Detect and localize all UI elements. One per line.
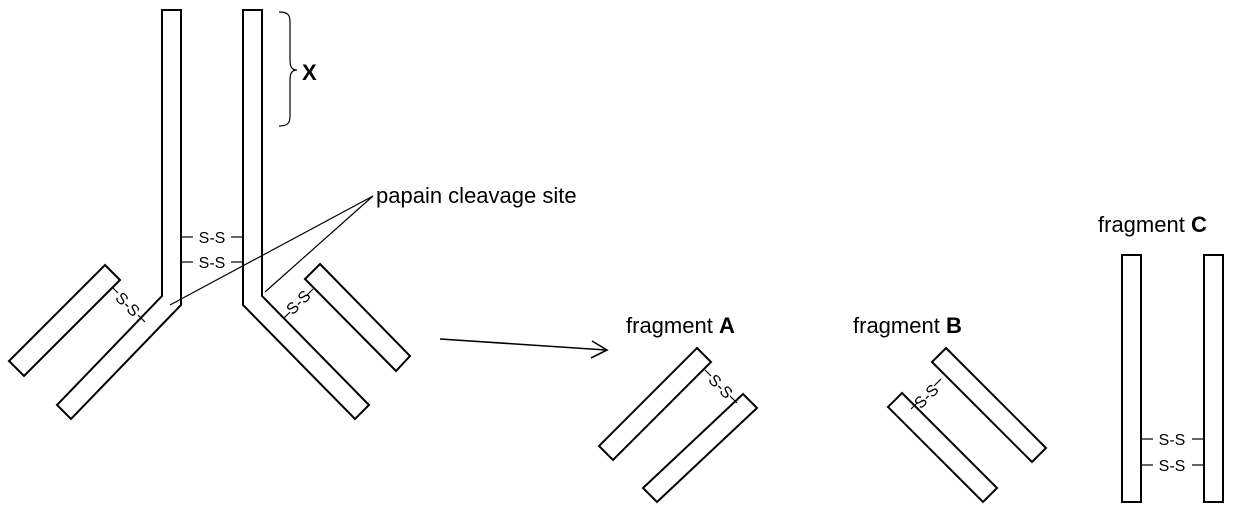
heavy-disulfide-bond-2: S-S	[181, 255, 243, 272]
reaction-arrow	[439, 338, 609, 359]
x-label: X	[302, 60, 317, 85]
disulfide-label: S-S	[111, 290, 142, 321]
cleavage-site-label: papain cleavage site	[376, 183, 577, 208]
fragment-b: fragment B S-S	[853, 313, 1048, 504]
fragment-a: fragment A S-S	[597, 313, 759, 504]
heavy-chain-left	[55, 9, 182, 421]
fragment-c-disulfide-2: S-S	[1141, 458, 1204, 475]
fragment-a-light	[597, 346, 713, 462]
light-heavy-disulfide-right: S-S	[283, 288, 315, 319]
fragment-c-chain-left	[1121, 254, 1142, 503]
fragment-b-heavy	[886, 391, 999, 504]
fragment-c-disulfide-1: S-S	[1141, 432, 1204, 449]
fragment-c-label: fragment C	[1098, 212, 1207, 237]
fragment-a-label: fragment A	[626, 313, 735, 338]
fragment-a-heavy	[641, 392, 759, 504]
fragment-c-chain-right	[1203, 254, 1224, 503]
fragment-c: fragment C S-S S-S	[1098, 212, 1224, 503]
fragment-b-label: fragment B	[853, 313, 962, 338]
light-chain-right	[303, 262, 412, 373]
disulfide-label: S-S	[1159, 432, 1186, 449]
fragment-a-disulfide: S-S	[704, 369, 738, 404]
cleavage-site-callout: papain cleavage site	[169, 183, 577, 306]
disulfide-label: S-S	[199, 255, 226, 272]
heavy-disulfide-bond-1: S-S	[181, 230, 243, 247]
light-chain-left	[7, 263, 122, 378]
heavy-chain-right	[242, 9, 371, 421]
x-region-bracket: X	[278, 11, 317, 127]
fragment-b-light	[930, 346, 1048, 464]
disulfide-label: S-S	[1159, 458, 1186, 475]
disulfide-label: S-S	[199, 230, 226, 247]
antibody-whole: S-S S-S S-S S-S	[7, 9, 412, 421]
disulfide-label: S-S	[704, 372, 735, 403]
light-heavy-disulfide-left: S-S	[111, 286, 146, 323]
